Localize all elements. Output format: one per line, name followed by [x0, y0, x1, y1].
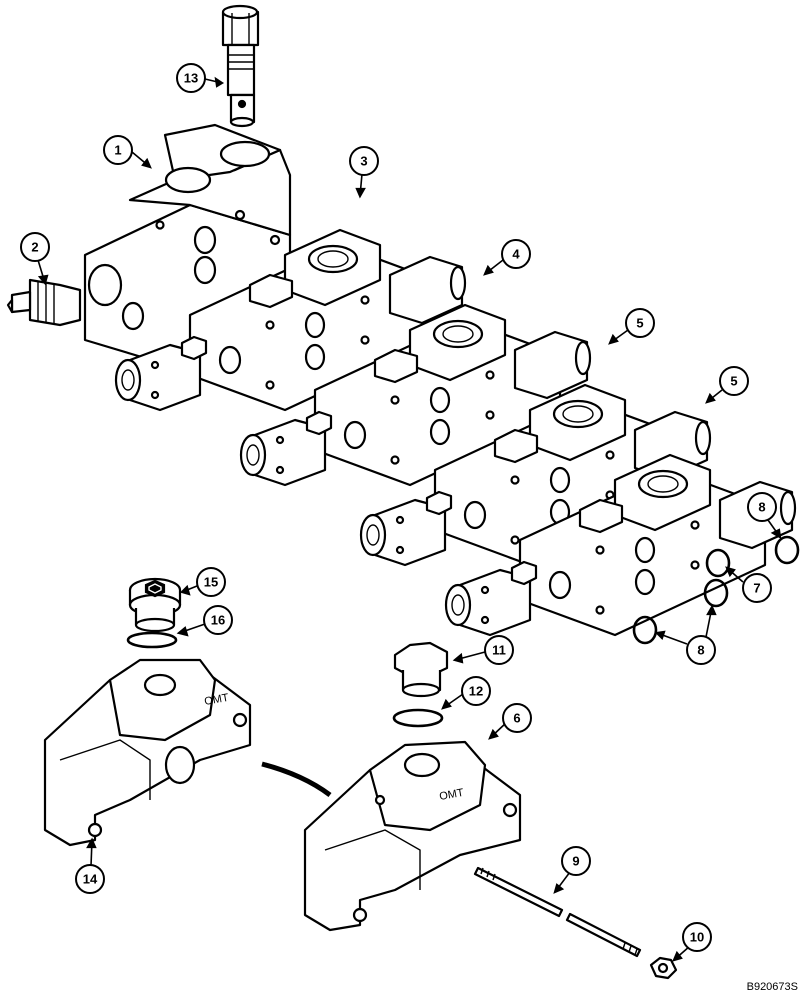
callout-13: 13	[176, 63, 206, 93]
callout-label: 13	[184, 71, 198, 86]
plug-11	[393, 641, 449, 698]
callout-label: 8	[758, 500, 765, 515]
plug-15	[128, 577, 182, 633]
o-ring-12	[392, 708, 444, 728]
callout-5b: 5	[719, 366, 749, 396]
callout-label: 16	[211, 613, 225, 628]
callout-11: 11	[484, 635, 514, 665]
callout-16: 16	[203, 605, 233, 635]
end-cover-6: OMT	[303, 740, 522, 932]
callout-1: 1	[103, 135, 133, 165]
end-cover-14: OMT	[43, 658, 252, 847]
o-rings	[632, 535, 800, 645]
callout-9: 9	[561, 846, 591, 876]
callout-15: 15	[196, 567, 226, 597]
tie-rod-9	[473, 866, 642, 958]
callout-12: 12	[461, 676, 491, 706]
callout-2: 2	[20, 232, 50, 262]
callout-label: 7	[753, 581, 760, 596]
callout-label: 6	[513, 711, 520, 726]
callout-label: 2	[31, 240, 38, 255]
figure-id: B920673S	[747, 981, 798, 993]
callout-label: 10	[690, 930, 704, 945]
callout-6: 6	[502, 703, 532, 733]
callout-14: 14	[75, 864, 105, 894]
relief-cartridge	[221, 4, 260, 128]
callout-label: 5	[730, 374, 737, 389]
callout-label: 12	[469, 684, 483, 699]
callout-8a: 8	[747, 492, 777, 522]
adjuster-valve	[6, 278, 82, 327]
callout-label: 15	[204, 575, 218, 590]
callout-10: 10	[682, 922, 712, 952]
callout-label: 1	[114, 143, 121, 158]
nut-10	[649, 956, 678, 980]
callout-label: 5	[636, 316, 643, 331]
callout-label: 14	[83, 872, 98, 887]
callout-label: 3	[360, 154, 367, 169]
callout-8b: 8	[686, 635, 716, 665]
svg-text:OMT: OMT	[438, 787, 464, 803]
callout-label: 9	[572, 854, 579, 869]
callout-label: 11	[492, 643, 506, 658]
o-ring-16	[126, 631, 178, 649]
svg-text:OMT: OMT	[203, 692, 229, 708]
callout-label: 8	[697, 643, 704, 658]
callout-label: 4	[512, 247, 520, 262]
callout-3: 3	[349, 146, 379, 176]
callout-4: 4	[501, 239, 531, 269]
leader-lines	[37, 76, 782, 962]
callout-7: 7	[742, 573, 772, 603]
callout-5a: 5	[625, 308, 655, 338]
